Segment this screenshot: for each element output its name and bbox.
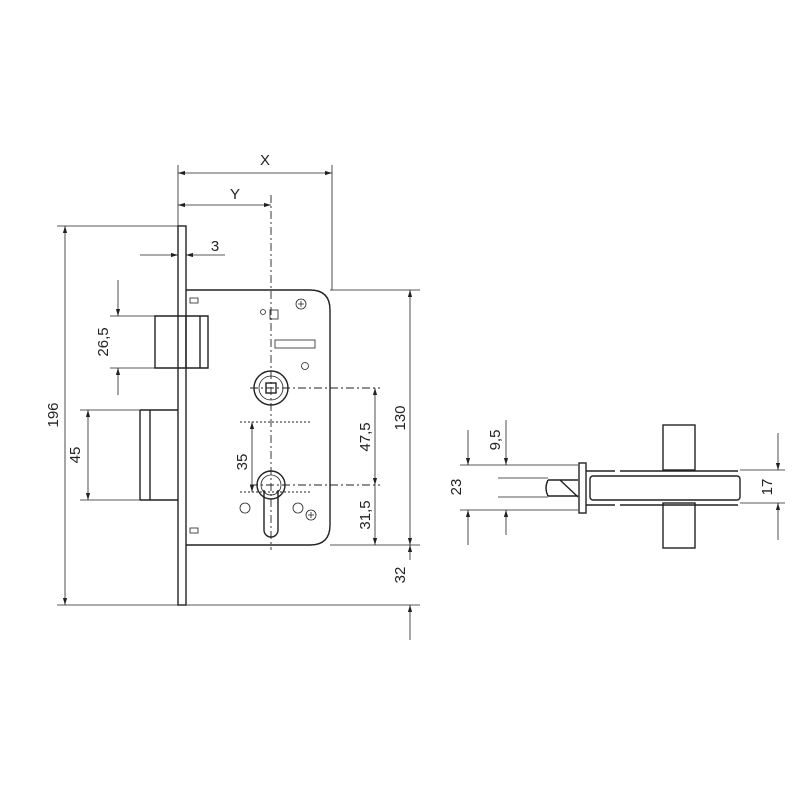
dimension-lines (57, 165, 420, 640)
deadbolt (139, 409, 178, 501)
shaft (589, 475, 741, 501)
cylinder-hole (239, 470, 317, 538)
slot-bottom (189, 527, 199, 534)
dim-130-label: 130 (392, 405, 409, 430)
latch-bolt (154, 315, 209, 369)
screw-top-icon (295, 298, 307, 310)
faceplate (177, 225, 187, 606)
dim-32-label: 32 (392, 567, 409, 584)
cross-bar-bottom (662, 502, 696, 549)
dim-196-label: 196 (45, 402, 62, 427)
dim-47-5-label: 47,5 (357, 422, 374, 451)
dim-26-5-label: 26,5 (95, 327, 112, 356)
dim-23-label: 23 (448, 479, 465, 496)
flange (578, 462, 587, 514)
dim-3-label: 3 (211, 238, 219, 255)
lock-body (186, 289, 331, 546)
front-view (139, 195, 380, 606)
dim-45-label: 45 (67, 447, 84, 464)
dim-x-label: X (260, 152, 270, 169)
square-mark (269, 309, 279, 320)
dim-35-label: 35 (234, 454, 251, 471)
dim-17-label: 17 (759, 479, 776, 496)
lever-slot (274, 339, 316, 349)
side-view (460, 420, 785, 549)
pin (260, 309, 266, 315)
cross-bar-top (662, 424, 696, 471)
slot-top (189, 297, 199, 304)
dim-y-label: Y (230, 186, 240, 203)
dim-31-5-label: 31,5 (357, 500, 374, 529)
dim-9-5-label: 9,5 (487, 430, 504, 451)
